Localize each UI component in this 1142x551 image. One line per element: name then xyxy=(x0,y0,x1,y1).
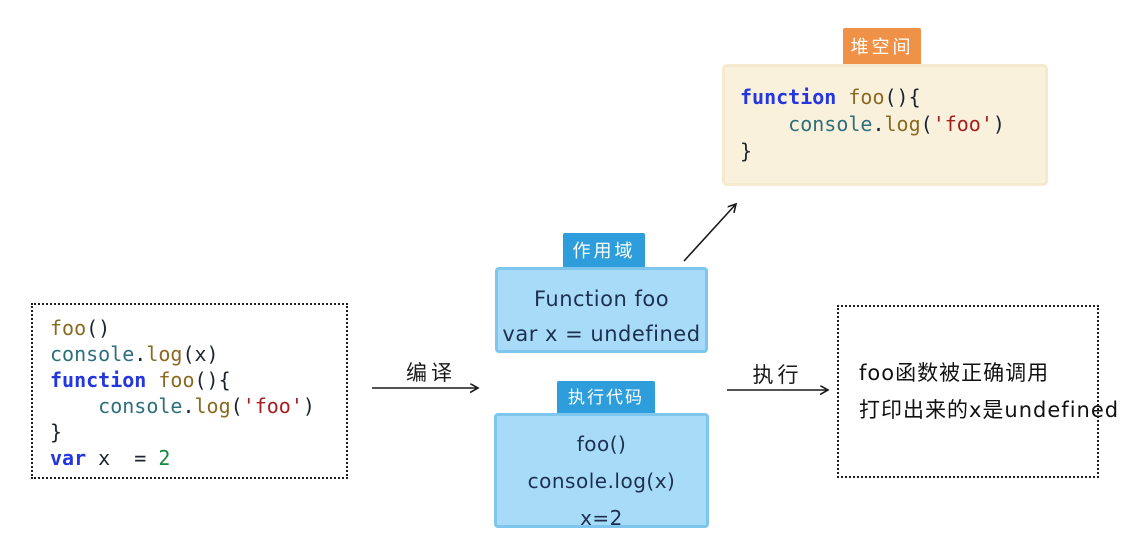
heap-space-box: function foo(){ console.log('foo') } xyxy=(722,64,1048,186)
code-token xyxy=(146,368,158,392)
scope-to-heap-arrow xyxy=(683,204,736,262)
code-token: } xyxy=(740,139,753,163)
exec-line: x=2 xyxy=(580,506,623,530)
code-token: console xyxy=(98,394,183,418)
scope-line: Function foo xyxy=(533,287,670,311)
code-token: () xyxy=(86,316,111,340)
code-token: ) xyxy=(992,112,1005,136)
code-token: log xyxy=(194,394,231,418)
code-line: function foo(){ xyxy=(50,367,346,393)
code-token: . xyxy=(134,342,147,366)
code-token: ( xyxy=(230,394,243,418)
code-token: ( xyxy=(920,112,933,136)
code-token: foo xyxy=(848,85,885,109)
code-token: 2 xyxy=(158,446,171,470)
code-token: log xyxy=(146,342,183,366)
source-code-box: foo() console.log(x) function foo(){ con… xyxy=(31,303,348,479)
scope-tab: 作用域 xyxy=(563,233,645,268)
code-token: foo xyxy=(50,316,87,340)
code-token: function xyxy=(50,368,147,392)
compile-arrow-label: 编译 xyxy=(406,361,456,385)
scope-box: Function foo var x = undefined xyxy=(495,267,708,353)
code-line: console.log(x) xyxy=(50,341,346,367)
heap-space-tab: 堆空间 xyxy=(843,28,921,66)
code-token: 'foo' xyxy=(932,112,993,136)
exec-line: foo() xyxy=(576,432,627,456)
code-line: function foo(){ xyxy=(740,84,1045,111)
code-token: (){ xyxy=(884,85,921,109)
code-token xyxy=(50,394,98,418)
code-token: (x) xyxy=(182,342,219,366)
code-line: console.log('foo') xyxy=(50,393,346,419)
code-token: x = xyxy=(86,446,159,470)
code-token: log xyxy=(884,112,921,136)
code-token: var xyxy=(50,446,87,470)
code-line: } xyxy=(50,419,346,445)
code-token xyxy=(740,112,788,136)
execute-arrow-label: 执行 xyxy=(752,363,803,387)
scope-line: var x = undefined xyxy=(502,322,701,346)
result-box: foo函数被正确调用 打印出来的x是undefined xyxy=(837,305,1120,478)
execution-code-box: foo() console.log(x) x=2 xyxy=(494,413,709,530)
code-line: foo() xyxy=(50,315,346,341)
code-token: function xyxy=(740,85,837,109)
code-token: ) xyxy=(302,394,315,418)
code-token: console xyxy=(788,112,873,136)
exec-line: console.log(x) xyxy=(527,469,676,493)
result-line: foo函数被正确调用 xyxy=(859,361,1050,385)
code-token: foo xyxy=(158,368,195,392)
code-token: } xyxy=(50,420,63,444)
result-line: 打印出来的x是undefined xyxy=(859,398,1120,422)
execution-code-tab: 执行代码 xyxy=(557,381,655,414)
code-token: console xyxy=(50,342,135,366)
code-line: var x = 2 xyxy=(50,445,346,471)
code-token: (){ xyxy=(194,368,231,392)
code-token xyxy=(836,85,848,109)
code-token: . xyxy=(872,112,885,136)
code-token: 'foo' xyxy=(242,394,303,418)
code-line: console.log('foo') xyxy=(740,111,1045,138)
code-line: } xyxy=(740,138,1045,165)
code-token: . xyxy=(182,394,195,418)
